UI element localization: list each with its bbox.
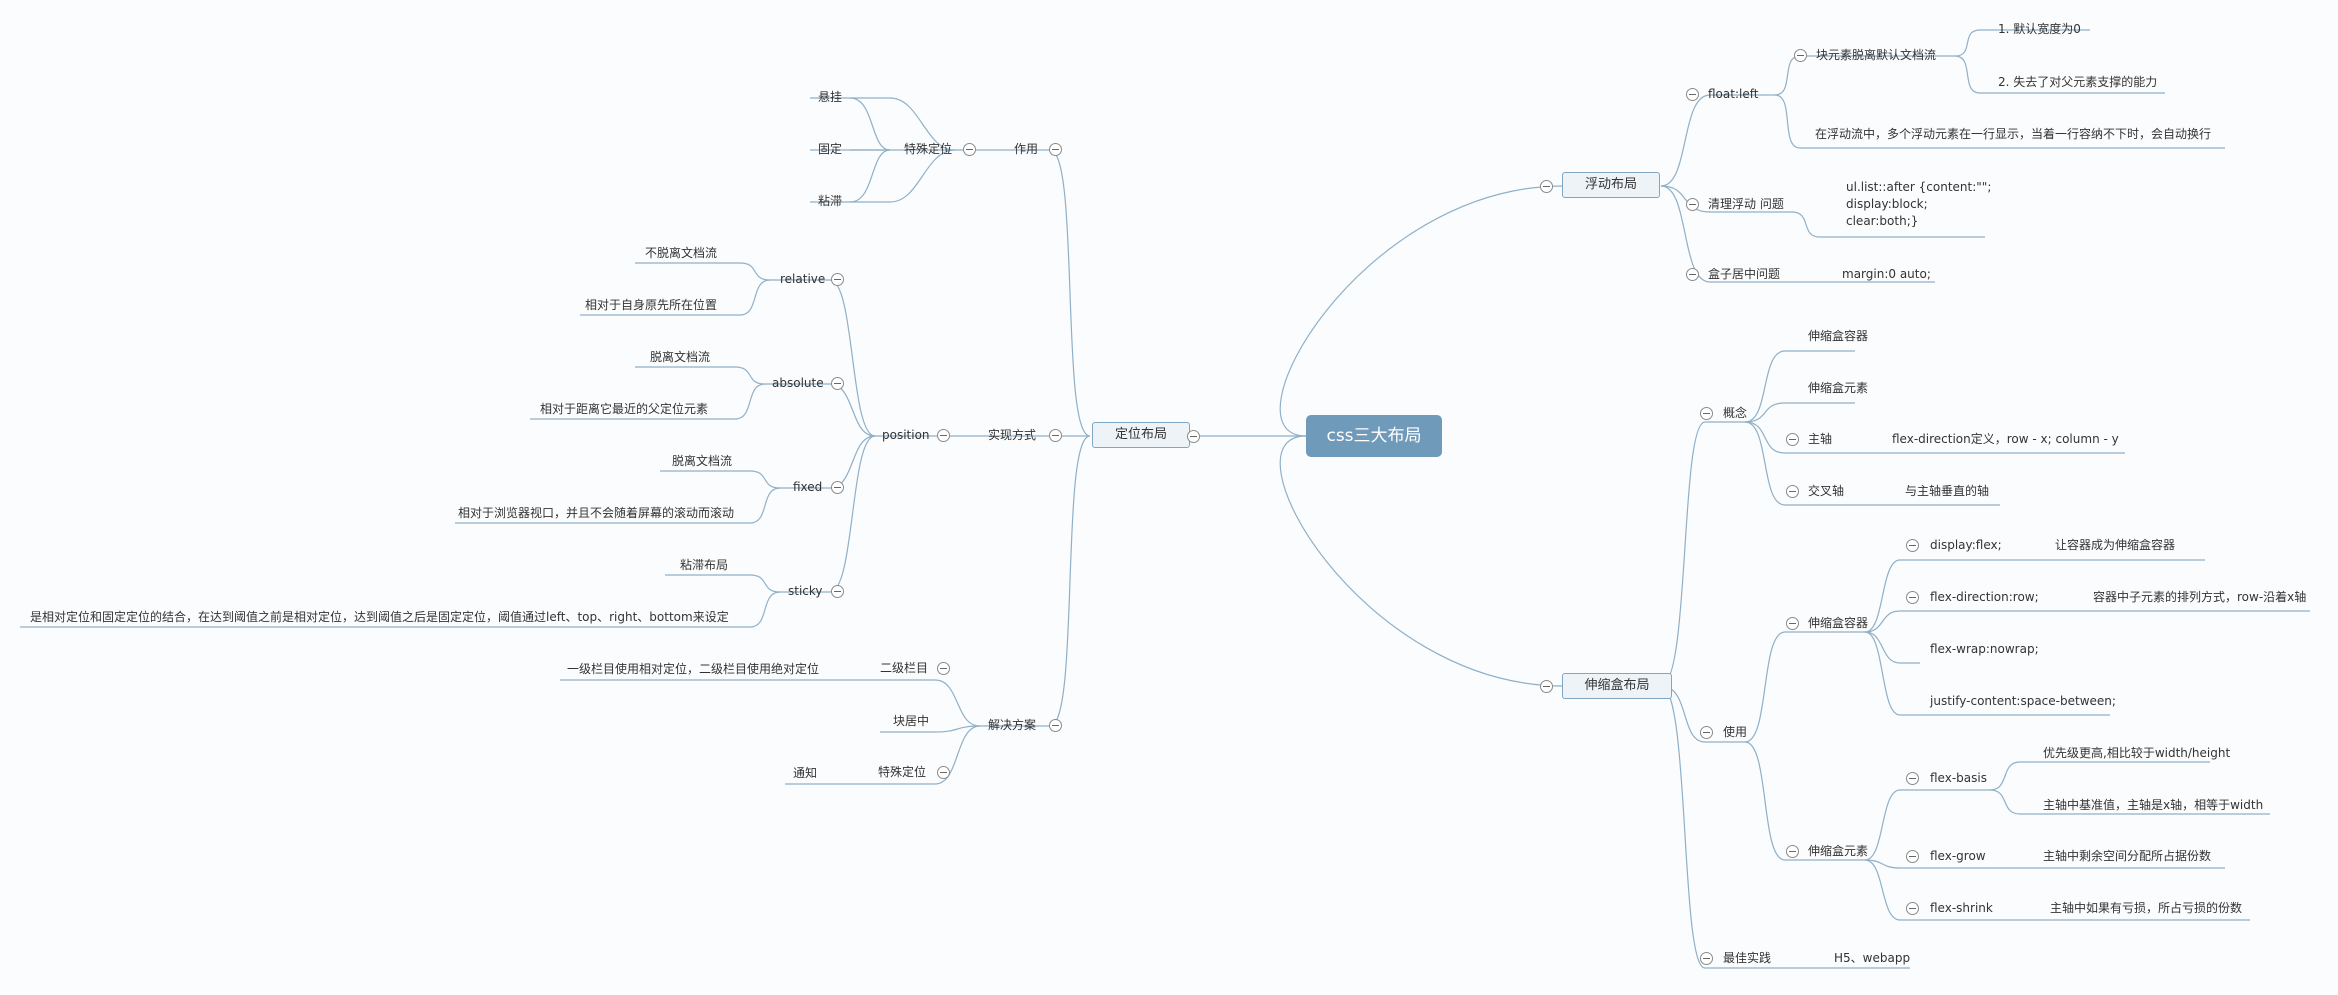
collapse-toggle-icon[interactable] bbox=[1700, 952, 1713, 965]
justify-content-node: justify-content:space-between; bbox=[1930, 694, 2116, 708]
cross-axis-node: 交叉轴 bbox=[1808, 484, 1845, 498]
main-node-float[interactable]: 浮动布局 bbox=[1562, 172, 1660, 198]
fixed-desc-1: 脱离文档流 bbox=[672, 454, 733, 468]
flex-grow-node: flex-grow bbox=[1930, 849, 1986, 863]
collapse-toggle-icon[interactable] bbox=[831, 377, 844, 390]
collapse-toggle-icon[interactable] bbox=[963, 143, 976, 156]
collapse-toggle-icon[interactable] bbox=[1540, 180, 1553, 193]
absolute-node: absolute bbox=[772, 376, 824, 390]
main-node-flex[interactable]: 伸缩盒布局 bbox=[1562, 673, 1672, 699]
flex-grow-note: 主轴中剩余空间分配所占据份数 bbox=[2043, 849, 2212, 863]
display-flex-node: display:flex; bbox=[1930, 538, 2002, 552]
special-position-node: 特殊定位 bbox=[904, 142, 953, 156]
clear-code-line-3: clear:both;} bbox=[1846, 214, 1919, 228]
main-node-position[interactable]: 定位布局 bbox=[1092, 422, 1190, 448]
clear-code-line-2: display:block; bbox=[1846, 197, 1928, 211]
collapse-toggle-icon[interactable] bbox=[831, 481, 844, 494]
menu2-note: 一级栏目使用相对定位，二级栏目使用绝对定位 bbox=[567, 662, 820, 676]
best-practice-note: H5、webapp bbox=[1834, 951, 1911, 965]
collapse-toggle-icon[interactable] bbox=[1786, 617, 1799, 630]
box-center-node: 盒子居中问题 bbox=[1708, 267, 1781, 281]
collapse-toggle-icon[interactable] bbox=[1906, 772, 1919, 785]
collapse-toggle-icon[interactable] bbox=[831, 585, 844, 598]
flex-element-node: 伸缩盒元素 bbox=[1808, 381, 1869, 395]
relative-desc-2: 相对于自身原先所在位置 bbox=[585, 298, 718, 312]
collapse-toggle-icon[interactable] bbox=[1906, 902, 1919, 915]
center-code-node: margin:0 auto; bbox=[1842, 267, 1931, 281]
cross-axis-note: 与主轴垂直的轴 bbox=[1905, 484, 1990, 498]
collapse-toggle-icon[interactable] bbox=[1786, 433, 1799, 446]
flex-container-node: 伸缩盒容器 bbox=[1808, 329, 1869, 343]
flex-direction-note: 容器中子元素的排列方式，row-沿着x轴 bbox=[2093, 590, 2307, 604]
flex-basis-note-1: 优先级更高,相比较于width/height bbox=[2043, 746, 2231, 760]
use-container-node: 伸缩盒容器 bbox=[1808, 616, 1869, 630]
collapse-toggle-icon[interactable] bbox=[1049, 429, 1062, 442]
flex-basis-note-2: 主轴中基准值，主轴是x轴，相等于width bbox=[2043, 798, 2264, 812]
relative-node: relative bbox=[780, 272, 826, 286]
collapse-toggle-icon[interactable] bbox=[1540, 680, 1553, 693]
collapse-toggle-icon[interactable] bbox=[1794, 49, 1807, 62]
collapse-toggle-icon[interactable] bbox=[937, 766, 950, 779]
collapse-toggle-icon[interactable] bbox=[1906, 539, 1919, 552]
main-axis-node: 主轴 bbox=[1808, 432, 1833, 446]
best-practice-node: 最佳实践 bbox=[1723, 951, 1772, 965]
clear-float-node: 清理浮动 问题 bbox=[1708, 197, 1784, 211]
float-left-node: float:left bbox=[1708, 87, 1759, 101]
display-flex-note: 让容器成为伸缩盒容器 bbox=[2055, 538, 2176, 552]
collapse-toggle-icon[interactable] bbox=[1786, 485, 1799, 498]
collapse-toggle-icon[interactable] bbox=[1906, 591, 1919, 604]
wrap-note-node: 在浮动流中，多个浮动元素在一行显示，当着一行容纳不下时，会自动换行 bbox=[1815, 127, 2212, 141]
sticky-desc-2: 是相对定位和固定定位的结合，在达到阈值之前是相对定位，达到阈值之后是固定定位，阈… bbox=[30, 610, 729, 624]
menu2-node: 二级栏目 bbox=[880, 661, 929, 675]
collapse-toggle-icon[interactable] bbox=[1049, 143, 1062, 156]
leave-flow-node: 块元素脱离默认文档流 bbox=[1816, 48, 1937, 62]
flex-wrap-node: flex-wrap:nowrap; bbox=[1930, 642, 2039, 656]
absolute-desc-2: 相对于距离它最近的父定位元素 bbox=[540, 402, 709, 416]
impl-node: 实现方式 bbox=[988, 428, 1037, 442]
collapse-toggle-icon[interactable] bbox=[1049, 719, 1062, 732]
collapse-toggle-icon[interactable] bbox=[1906, 850, 1919, 863]
root-node[interactable]: css三大布局 bbox=[1306, 415, 1442, 457]
collapse-toggle-icon[interactable] bbox=[1686, 198, 1699, 211]
collapse-toggle-icon[interactable] bbox=[937, 429, 950, 442]
hang-node: 悬挂 bbox=[818, 90, 843, 104]
concept-node: 概念 bbox=[1723, 406, 1748, 420]
use-node: 使用 bbox=[1723, 725, 1748, 739]
flex-direction-node: flex-direction:row; bbox=[1930, 590, 2039, 604]
fixed-node: fixed bbox=[793, 480, 823, 494]
fixed-desc-2: 相对于浏览器视口，并且不会随着屏幕的滚动而滚动 bbox=[458, 506, 735, 520]
collapse-toggle-icon[interactable] bbox=[831, 273, 844, 286]
fixed-cn-node: 固定 bbox=[818, 142, 843, 156]
lose-support-node: 2. 失去了对父元素支撑的能力 bbox=[1998, 75, 2158, 89]
collapse-toggle-icon[interactable] bbox=[1786, 845, 1799, 858]
main-axis-note: flex-direction定义，row - x; column - y bbox=[1892, 432, 2119, 446]
clear-code-line-1: ul.list::after {content:""; bbox=[1846, 180, 1992, 194]
collapse-toggle-icon[interactable] bbox=[1686, 88, 1699, 101]
use-element-node: 伸缩盒元素 bbox=[1808, 844, 1869, 858]
notice-node: 通知 bbox=[793, 766, 818, 780]
block-center-node: 块居中 bbox=[893, 714, 930, 728]
effect-node: 作用 bbox=[1014, 142, 1039, 156]
sticky-desc-1: 粘滞布局 bbox=[680, 558, 729, 572]
collapse-toggle-icon[interactable] bbox=[1686, 268, 1699, 281]
solution-node: 解决方案 bbox=[988, 718, 1037, 732]
flex-shrink-node: flex-shrink bbox=[1930, 901, 1993, 915]
collapse-toggle-icon[interactable] bbox=[1700, 407, 1713, 420]
collapse-toggle-icon[interactable] bbox=[937, 662, 950, 675]
sticky-node: sticky bbox=[788, 584, 823, 598]
sticky-cn-node: 粘滞 bbox=[818, 194, 843, 208]
flex-basis-node: flex-basis bbox=[1930, 771, 1987, 785]
position-node: position bbox=[882, 428, 930, 442]
collapse-toggle-icon[interactable] bbox=[1187, 430, 1200, 443]
collapse-toggle-icon[interactable] bbox=[1700, 726, 1713, 739]
relative-desc-1: 不脱离文档流 bbox=[645, 246, 718, 260]
absolute-desc-1: 脱离文档流 bbox=[650, 350, 711, 364]
width-zero-node: 1. 默认宽度为0 bbox=[1998, 22, 2081, 36]
flex-shrink-note: 主轴中如果有亏损，所占亏损的份数 bbox=[2050, 901, 2243, 915]
special-position-2-node: 特殊定位 bbox=[878, 765, 927, 779]
